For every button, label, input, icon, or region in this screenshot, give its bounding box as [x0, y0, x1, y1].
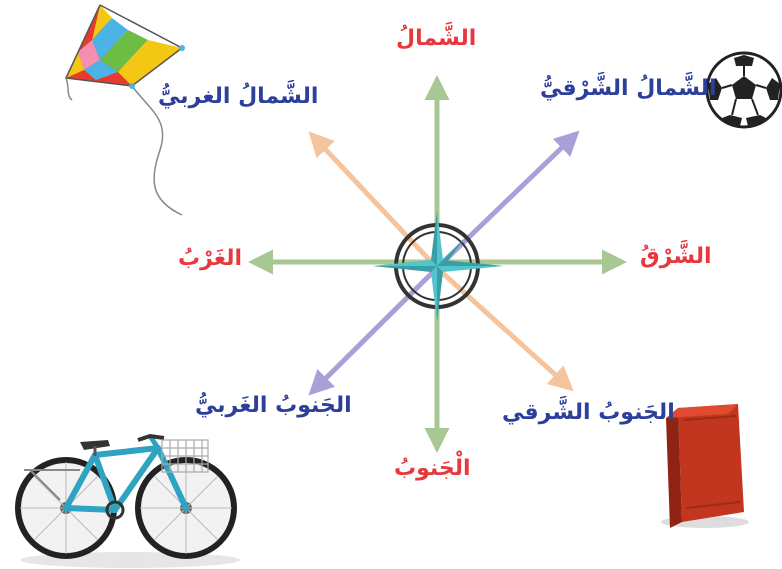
southeast-label: الجَنوبُ الشَّرقي — [502, 400, 675, 425]
east-label: الشَّرْقُ — [640, 244, 712, 269]
north-label: الشَّمالُ — [396, 26, 477, 51]
northwest-arrow — [308, 131, 439, 270]
northwest-label: الشَّمالُ الغربيُّ — [158, 84, 319, 109]
bicycle-icon — [15, 433, 240, 568]
soccer-ball-icon — [705, 51, 782, 129]
southwest-label: الجَنوبُ الغَربيُّ — [195, 393, 352, 418]
west-label: الغَرْبُ — [178, 246, 243, 271]
northeast-arrow — [435, 130, 580, 270]
kite-icon — [64, 4, 185, 216]
southeast-arrow — [435, 266, 574, 392]
book-icon — [661, 404, 749, 528]
northeast-label: الشَّمالُ الشَّرْقيُّ — [540, 76, 717, 101]
compass-rose-icon — [372, 210, 504, 322]
south-label: الْجَنوبُ — [394, 456, 471, 481]
southwest-arrow — [308, 266, 439, 396]
